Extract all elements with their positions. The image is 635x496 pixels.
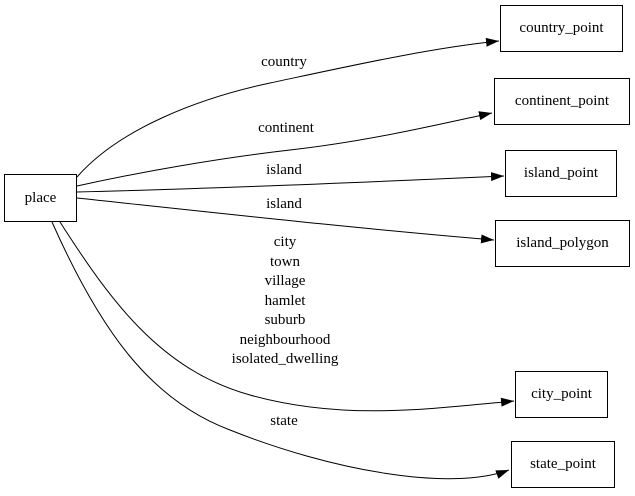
edge-label-city-point: city town village hamlet suburb neighbou…	[232, 233, 339, 370]
node-city-point: city_point	[515, 371, 608, 418]
edge-label-isolated-dwelling: isolated_dwelling	[231, 350, 339, 367]
node-place-label: place	[24, 189, 57, 206]
edge-label-neighbourhood: neighbourhood	[239, 331, 331, 348]
edge-label-island-polygon: island	[266, 196, 302, 212]
node-island-point-label: island_point	[523, 165, 599, 181]
node-state-point: state_point	[511, 441, 615, 488]
edge-place-state-point	[51, 221, 510, 480]
edge-label-island-point: island	[266, 162, 302, 178]
edge-label-state: state	[270, 413, 298, 429]
edge-place-city-point	[59, 221, 515, 412]
edge-label-continent: continent	[258, 120, 314, 136]
edge-label-town: town	[270, 253, 300, 270]
edge-place-continent-point	[76, 111, 493, 187]
node-city-point-label: city_point	[531, 386, 592, 402]
edge-label-country: country	[261, 54, 307, 70]
edge-label-city: city	[273, 233, 297, 250]
edge-place-country-point	[76, 37, 500, 178]
node-country-point: country_point	[500, 5, 623, 52]
node-state-point-label: state_point	[530, 456, 596, 472]
edge-label-suburb: suburb	[264, 311, 306, 328]
node-place: place	[4, 174, 77, 222]
node-island-polygon-label: island_polygon	[516, 235, 609, 251]
node-continent-point: continent_point	[494, 78, 630, 125]
edge-place-island-point	[76, 172, 505, 193]
node-continent-point-label: continent_point	[514, 93, 610, 109]
node-island-point: island_point	[505, 150, 617, 197]
edge-label-village: village	[264, 272, 306, 289]
node-island-polygon: island_polygon	[495, 220, 630, 267]
node-country-point-label: country_point	[519, 20, 604, 36]
edge-place-island-polygon	[76, 197, 495, 244]
edge-label-hamlet: hamlet	[264, 292, 306, 309]
